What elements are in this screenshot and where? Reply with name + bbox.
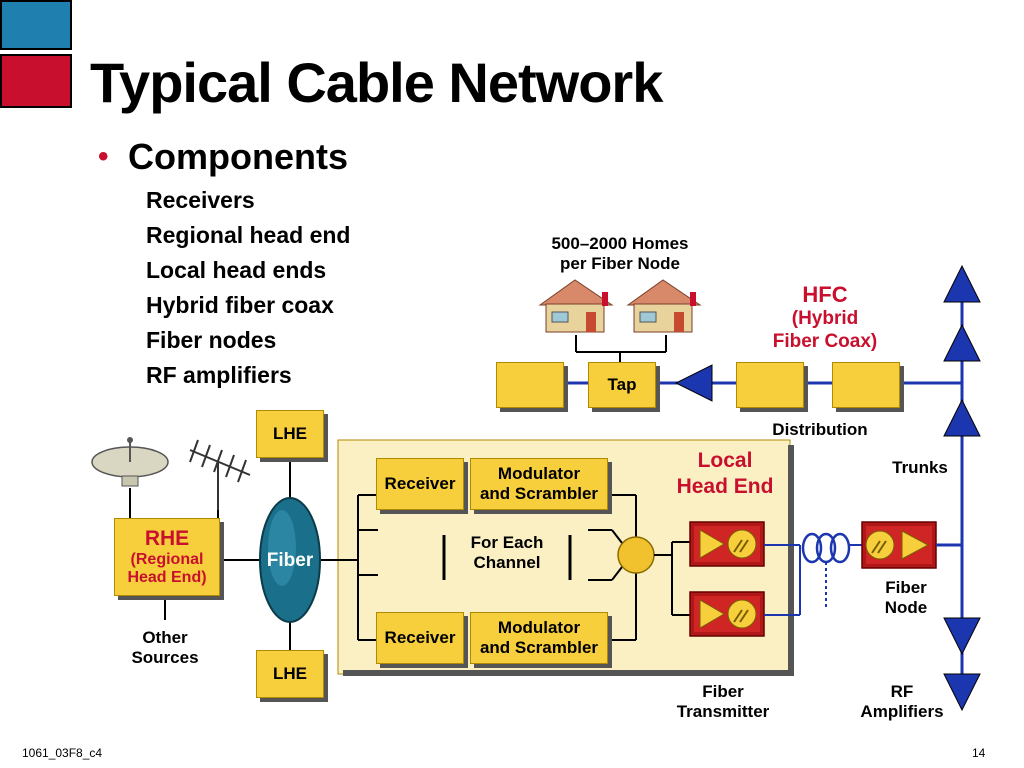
fiber-transmitter-line: Transmitter bbox=[676, 702, 770, 722]
receiver-box: Receiver bbox=[376, 612, 464, 664]
for-each-channel-label: For Each Channel bbox=[452, 533, 562, 574]
tap-box: Tap bbox=[588, 362, 656, 408]
combiner-icon bbox=[617, 536, 655, 574]
component-item: RF amplifiers bbox=[146, 362, 292, 388]
satellite-dish-icon bbox=[91, 437, 169, 487]
fiber-transmitter-icon bbox=[689, 521, 765, 567]
fiber-node-label: Fiber Node bbox=[866, 578, 946, 619]
distribution-box bbox=[832, 362, 900, 408]
local-head-end-label: Head End bbox=[676, 475, 774, 498]
distribution-label: Distribution bbox=[772, 420, 868, 439]
lhe-box-top: LHE bbox=[256, 410, 324, 458]
trunk-amplifier-icon bbox=[943, 264, 981, 303]
page-number: 14 bbox=[972, 746, 986, 760]
other-sources-line: Other bbox=[142, 628, 188, 647]
footer-code: 1061_03F8_c4 bbox=[22, 746, 103, 760]
homes-per-node-label: 500–2000 Homes per Fiber Node bbox=[530, 234, 710, 275]
rf-amplifiers-label: RF Amplifiers bbox=[850, 682, 954, 723]
for-each-line: For Each bbox=[470, 533, 544, 552]
rhe-title: RHE bbox=[144, 526, 190, 550]
corner-square-blue bbox=[0, 0, 72, 50]
component-item: Receivers bbox=[146, 187, 255, 213]
component-item: Fiber nodes bbox=[146, 327, 277, 353]
component-item: Local head ends bbox=[146, 257, 327, 283]
modulator-line: and Scrambler bbox=[479, 484, 599, 503]
trunk-amplifier-icon bbox=[943, 673, 981, 712]
fiber-node-icon bbox=[861, 521, 937, 569]
fiber-transmitter-icon bbox=[689, 591, 765, 637]
slide-title: Typical Cable Network bbox=[90, 51, 663, 114]
house-icon bbox=[538, 279, 614, 333]
fiber-coil-icon bbox=[801, 532, 851, 564]
other-sources-line: Sources bbox=[131, 648, 199, 668]
hfc-sub-label: Fiber Coax) bbox=[772, 331, 878, 352]
fiber-node-line: Fiber bbox=[885, 578, 927, 597]
other-sources-label: Other Sources bbox=[115, 628, 215, 669]
homes-label-line: per Fiber Node bbox=[560, 254, 680, 274]
antenna-icon bbox=[189, 439, 251, 510]
component-item: Regional head end bbox=[146, 222, 351, 248]
fiber-node-line: Node bbox=[884, 598, 928, 618]
for-each-line: Channel bbox=[473, 553, 541, 573]
receiver-box: Receiver bbox=[376, 458, 464, 510]
component-item: Hybrid fiber coax bbox=[146, 292, 334, 318]
hfc-sub-label: (Hybrid bbox=[791, 308, 859, 329]
modulator-line: and Scrambler bbox=[479, 638, 599, 657]
trunk-amplifier-icon bbox=[943, 323, 981, 362]
hfc-label: HFC bbox=[802, 282, 848, 307]
rhe-box: RHE (Regional Head End) bbox=[114, 518, 220, 596]
modulator-box: Modulator and Scrambler bbox=[470, 458, 608, 510]
corner-square-red bbox=[0, 54, 72, 108]
rhe-sub: (Regional bbox=[130, 550, 204, 568]
modulator-line: Modulator bbox=[497, 618, 581, 638]
modulator-box: Modulator and Scrambler bbox=[470, 612, 608, 664]
rf-amplifiers-line: Amplifiers bbox=[860, 702, 944, 722]
distribution-box bbox=[496, 362, 564, 408]
homes-label-line: 500–2000 Homes bbox=[551, 234, 689, 253]
rhe-sub: Head End) bbox=[127, 569, 207, 587]
rf-amplifiers-line: RF bbox=[890, 682, 914, 701]
fiber-ring-icon bbox=[259, 497, 321, 623]
fiber-transmitter-label: Fiber Transmitter bbox=[660, 682, 786, 723]
local-head-end-label: Local bbox=[697, 449, 753, 472]
distribution-box bbox=[736, 362, 804, 408]
fiber-label: Fiber bbox=[266, 550, 314, 571]
trunk-amplifier-icon bbox=[943, 617, 981, 656]
distribution-amplifier-icon bbox=[674, 364, 713, 402]
trunk-amplifier-icon bbox=[943, 398, 981, 437]
bullet-marker: • bbox=[98, 140, 109, 173]
modulator-line: Modulator bbox=[497, 464, 581, 484]
trunks-label: Trunks bbox=[892, 458, 948, 477]
lhe-box-bottom: LHE bbox=[256, 650, 324, 698]
house-icon bbox=[626, 279, 702, 333]
fiber-transmitter-line: Fiber bbox=[702, 682, 744, 701]
bullet-components: Components bbox=[128, 136, 348, 177]
